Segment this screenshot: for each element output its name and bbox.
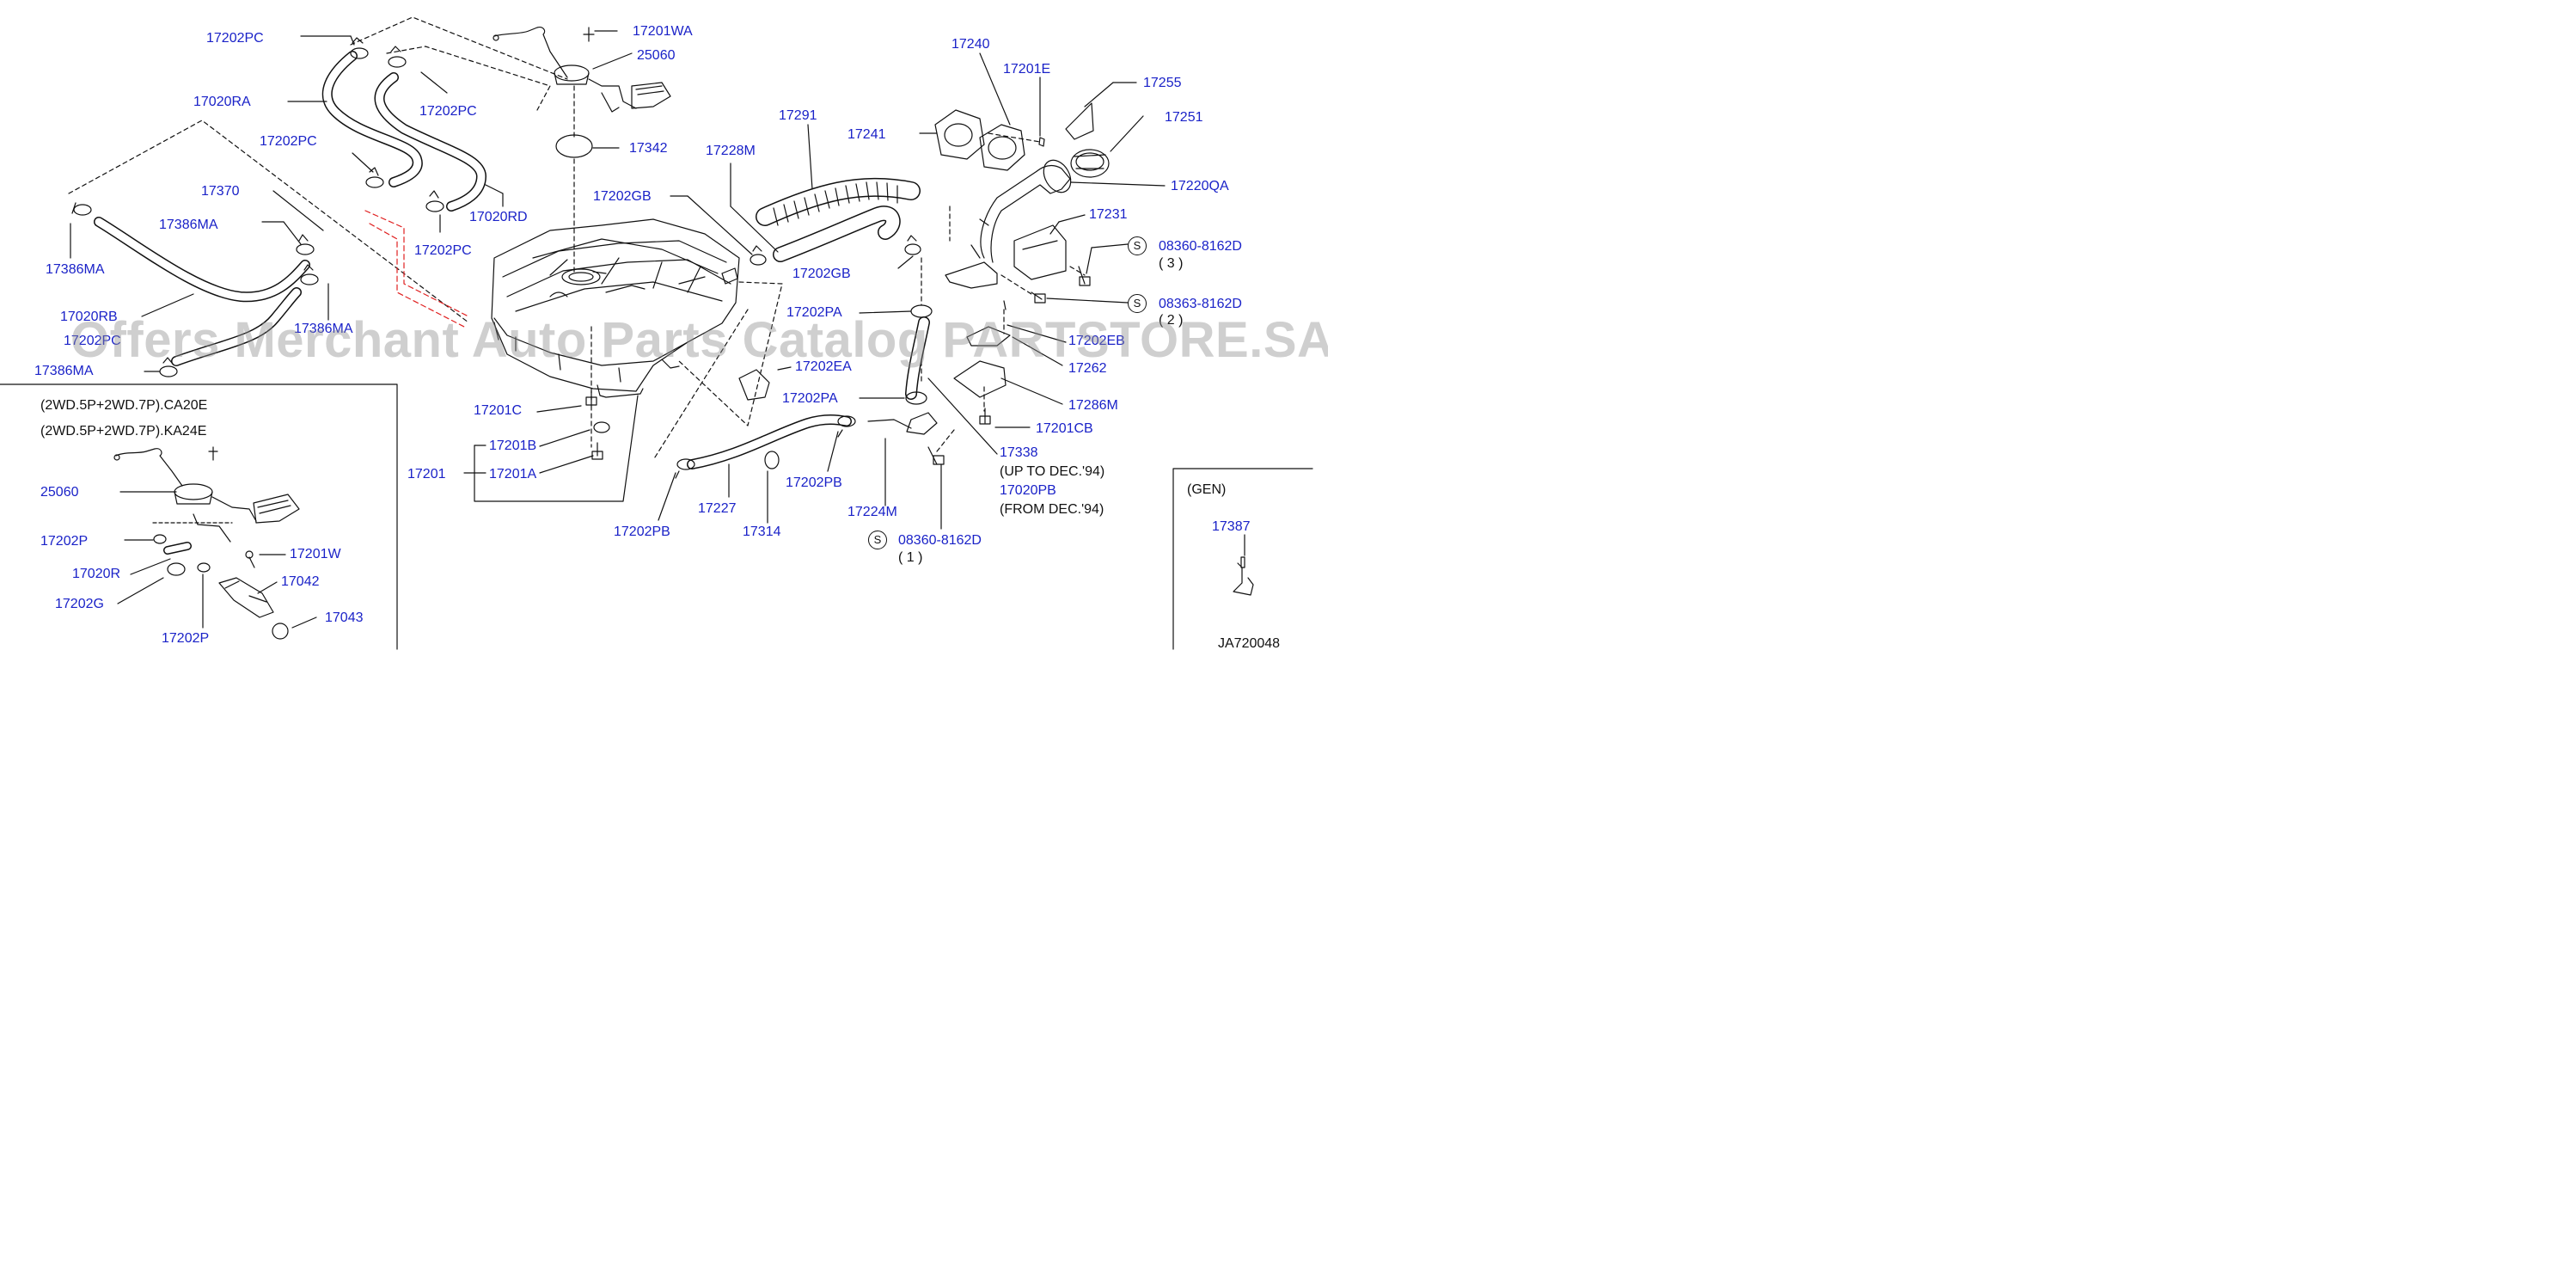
part-label[interactable]: 17202G: [55, 597, 104, 611]
part-label[interactable]: 17386MA: [159, 218, 218, 232]
dashed-routing-lines: [68, 16, 1086, 461]
date-note: (UP TO DEC.'94): [1000, 464, 1105, 479]
part-label[interactable]: 17201WA: [633, 24, 693, 39]
part-label[interactable]: 17020RD: [469, 210, 528, 224]
part-label[interactable]: 17020RA: [193, 95, 251, 109]
part-label[interactable]: 17201A: [489, 467, 537, 482]
part-label[interactable]: 17202EB: [1068, 334, 1125, 348]
diagram-code: JA720048: [1218, 636, 1281, 651]
filler-rings: [934, 109, 1045, 171]
part-label[interactable]: 08363-8162D: [1159, 297, 1242, 311]
part-label[interactable]: 17228M: [706, 144, 756, 158]
part-label[interactable]: 17202PA: [782, 391, 838, 406]
parts-diagram: 17202PC 17020RA 17202PC 17370 17386MA 17…: [0, 0, 1328, 666]
part-label[interactable]: 17043: [325, 610, 364, 625]
part-label[interactable]: 17202GB: [593, 189, 652, 204]
filler-neck-17220QA: [945, 149, 1110, 289]
part-label[interactable]: 17262: [1068, 361, 1107, 376]
s-marker-icon: S: [868, 531, 887, 549]
part-label[interactable]: 17291: [779, 108, 817, 123]
part-label[interactable]: 17202PB: [614, 525, 670, 539]
part-label[interactable]: 17201B: [489, 439, 537, 453]
part-label[interactable]: 17251: [1165, 110, 1203, 125]
part-label[interactable]: 25060: [40, 485, 79, 500]
fuel-tank-17201: [491, 218, 740, 398]
part-label[interactable]: 17241: [847, 127, 886, 142]
quantity-note: ( 1 ): [898, 550, 923, 565]
part-label[interactable]: 17202GB: [792, 267, 851, 281]
brackets: [738, 102, 1254, 596]
watermark: Offers Merchant Auto Parts Catalog PARTS…: [70, 312, 1328, 368]
part-label[interactable]: 17314: [743, 525, 781, 539]
fuel-pump-assembly-25060: [493, 27, 671, 158]
part-label[interactable]: 17202PC: [64, 334, 121, 348]
part-label[interactable]: 08360-8162D: [1159, 239, 1242, 254]
part-label[interactable]: 17202EA: [795, 359, 852, 374]
quantity-note: ( 2 ): [1159, 313, 1184, 328]
part-label[interactable]: 17201C: [474, 403, 523, 418]
pump-assembly-inset: [113, 446, 300, 640]
part-label[interactable]: 17386MA: [34, 364, 94, 378]
part-label[interactable]: 17386MA: [294, 322, 353, 336]
part-label[interactable]: 17202PC: [260, 134, 317, 149]
part-label[interactable]: 17202P: [162, 631, 210, 646]
part-label[interactable]: 25060: [637, 48, 676, 63]
panel-frames: [0, 383, 1313, 650]
part-label[interactable]: 17370: [201, 184, 240, 199]
engine-variant-note: (2WD.5P+2WD.7P).KA24E: [40, 424, 207, 439]
part-label[interactable]: 17286M: [1068, 398, 1118, 413]
gen-panel-note: (GEN): [1187, 482, 1227, 497]
highlight-route: [364, 210, 469, 328]
hose-clamps: [71, 37, 933, 576]
quantity-note: ( 3 ): [1159, 256, 1184, 271]
part-label[interactable]: 17227: [698, 501, 737, 516]
part-label[interactable]: 17020RB: [60, 310, 118, 324]
part-label[interactable]: 17020R: [72, 567, 121, 581]
part-label[interactable]: 17202P: [40, 534, 89, 549]
part-label[interactable]: 17386MA: [46, 262, 105, 277]
part-label[interactable]: 08360-8162D: [898, 533, 982, 548]
part-label[interactable]: 17202PB: [786, 475, 842, 490]
part-label[interactable]: 17020PB: [1000, 483, 1056, 498]
part-label[interactable]: 17202PA: [786, 305, 842, 320]
part-label[interactable]: 17201CB: [1036, 421, 1093, 436]
s-marker-icon: S: [1128, 236, 1147, 255]
bolts: [585, 266, 1091, 465]
engine-variant-note: (2WD.5P+2WD.7P).CA20E: [40, 398, 208, 413]
part-label[interactable]: 17231: [1089, 207, 1128, 222]
part-label[interactable]: 17042: [281, 574, 320, 589]
part-label[interactable]: 17202PC: [206, 31, 264, 46]
leader-lines: [70, 30, 1245, 629]
s-marker-icon: S: [1128, 294, 1147, 313]
part-label[interactable]: 17202PC: [419, 104, 477, 119]
part-label[interactable]: 17201E: [1003, 62, 1051, 77]
diagram-artwork: [0, 16, 1313, 650]
corrugated-hose-17291: [756, 177, 921, 226]
part-label[interactable]: 17255: [1143, 76, 1182, 90]
part-label[interactable]: 17338: [1000, 445, 1038, 460]
part-label[interactable]: 17220QA: [1171, 179, 1229, 193]
part-label[interactable]: 17224M: [847, 505, 897, 519]
part-label[interactable]: 17342: [629, 141, 668, 156]
date-note: (FROM DEC.'94): [1000, 502, 1104, 517]
part-label[interactable]: 17201: [407, 467, 446, 482]
part-label[interactable]: 17387: [1212, 519, 1251, 534]
part-label[interactable]: 17202PC: [414, 243, 472, 258]
hoses: [94, 51, 930, 555]
part-label[interactable]: 17240: [951, 37, 990, 52]
part-label[interactable]: 17201W: [290, 547, 341, 561]
